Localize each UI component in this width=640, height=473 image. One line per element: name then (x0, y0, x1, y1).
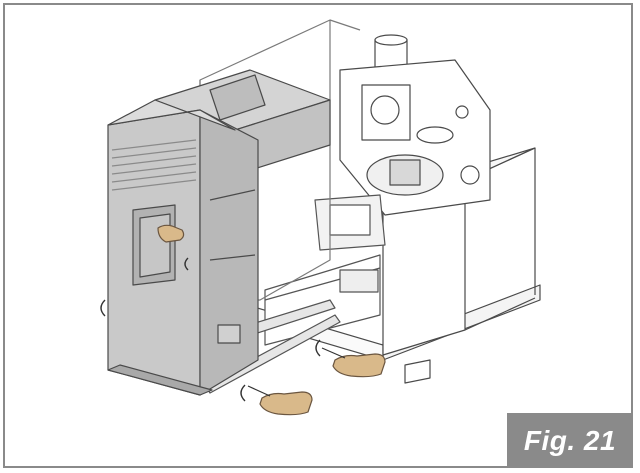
hand-illustration-inner (157, 224, 185, 243)
rotation-arrows (100, 257, 321, 402)
pellet-stove (107, 69, 331, 396)
flue-assembly (339, 34, 491, 216)
hand-illustration-left (247, 385, 313, 416)
hand-illustration-right (321, 347, 386, 378)
figure-number-label: Fig. 21 (507, 413, 633, 468)
